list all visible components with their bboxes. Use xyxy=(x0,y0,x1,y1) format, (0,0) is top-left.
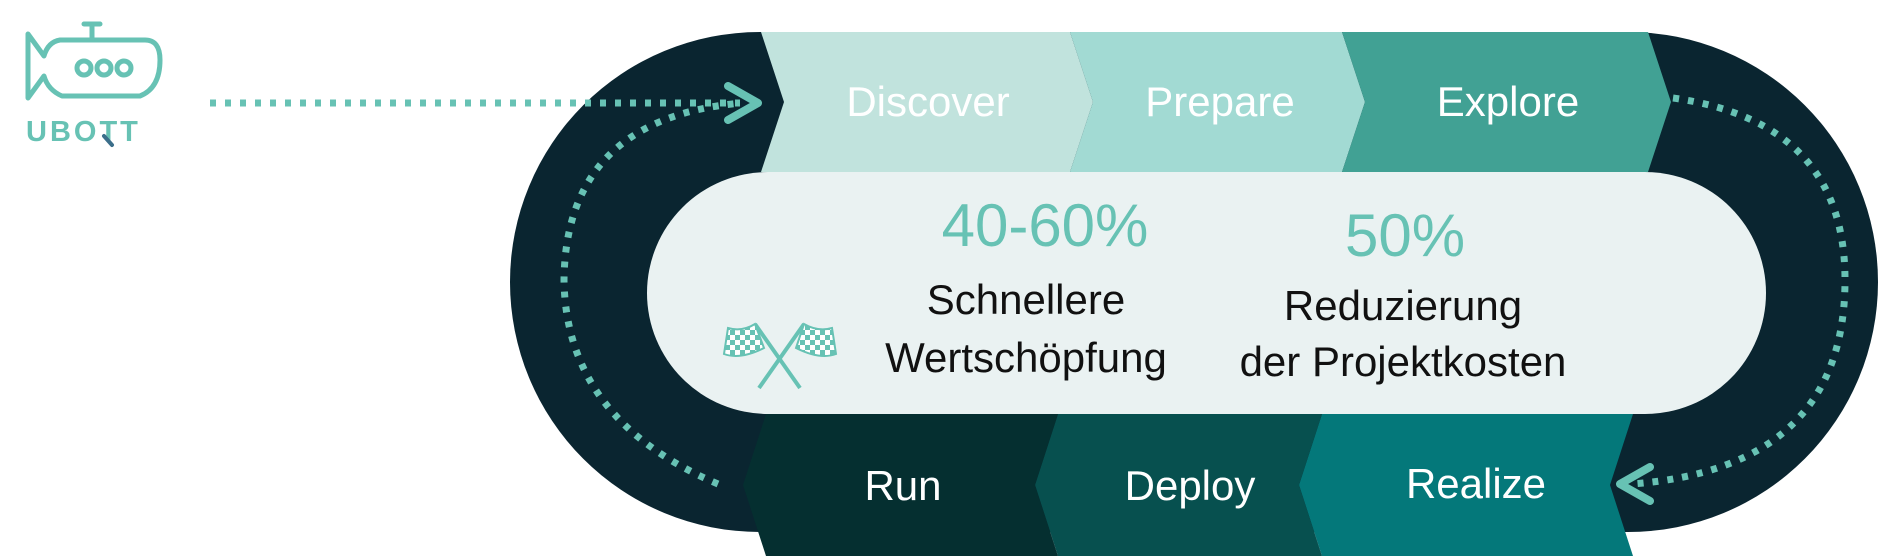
logo: UBOTT xyxy=(25,21,163,148)
phase-prepare xyxy=(1070,32,1365,172)
arrowhead-right-icon xyxy=(724,82,762,124)
logo-wordmark: UBOTT xyxy=(26,116,141,148)
flow-arrows xyxy=(210,94,1849,488)
arrowhead-left-icon xyxy=(1616,463,1654,505)
phase-label-realize: Realize xyxy=(1406,460,1546,507)
phase-deploy xyxy=(1035,414,1322,556)
phase-label-deploy: Deploy xyxy=(1125,462,1256,509)
stat-cost-line2: der Projektkosten xyxy=(1240,338,1567,385)
phase-labels: Discover Prepare Explore Realize Deploy … xyxy=(846,78,1579,509)
stat-cost-line1: Reduzierung xyxy=(1284,282,1522,329)
phase-run xyxy=(743,414,1058,556)
phase-label-discover: Discover xyxy=(846,78,1009,125)
stat-cost: 50% Reduzierung der Projektkosten xyxy=(1240,202,1567,385)
phase-label-run: Run xyxy=(864,462,941,509)
phase-discover xyxy=(761,32,1093,172)
bottom-phases xyxy=(743,414,1633,556)
phase-label-explore: Explore xyxy=(1437,78,1579,125)
center-panel xyxy=(647,172,1766,414)
stat-speed: 40-60% Schnellere Wertschöpfung xyxy=(885,192,1167,381)
arrowheads xyxy=(724,82,1654,505)
checkered-flags-icon xyxy=(722,322,838,390)
stat-cost-value: 50% xyxy=(1345,202,1465,269)
phase-explore xyxy=(1342,32,1671,172)
stat-speed-line2: Wertschöpfung xyxy=(885,334,1167,381)
left-loop-arrow xyxy=(560,99,743,488)
stat-speed-value: 40-60% xyxy=(942,192,1149,259)
stat-speed-line1: Schnellere xyxy=(927,276,1125,323)
submarine-icon xyxy=(25,21,163,101)
magnifier-icon xyxy=(102,134,114,147)
phase-label-prepare: Prepare xyxy=(1145,78,1294,125)
right-loop-arrow xyxy=(1631,94,1849,488)
phase-realize xyxy=(1299,414,1633,556)
top-phases xyxy=(761,32,1671,172)
